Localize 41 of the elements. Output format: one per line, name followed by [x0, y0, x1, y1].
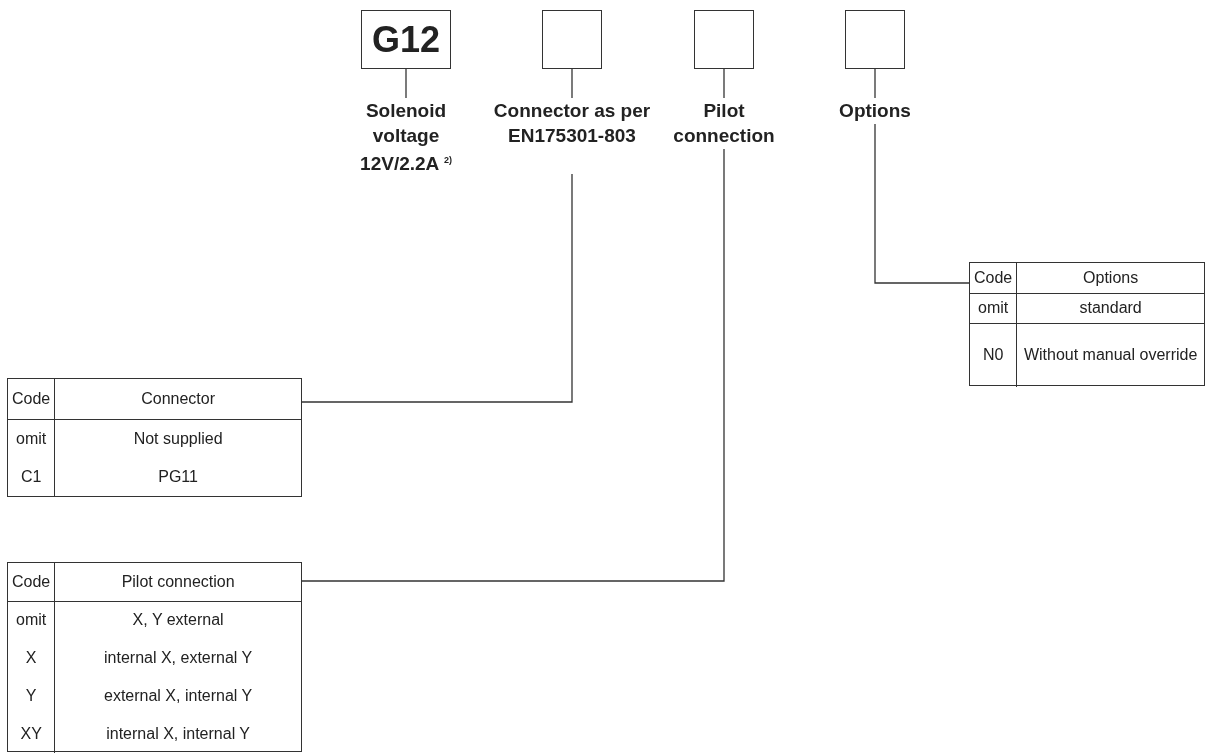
table-cell: standard: [1016, 293, 1204, 323]
table-header-cell: Code: [8, 379, 55, 420]
table-cell: internal X, external Y: [54, 639, 301, 677]
code-table: [969, 262, 1205, 386]
table-header-cell: Code: [8, 563, 55, 601]
table-cell: external X, internal Y: [54, 677, 301, 715]
leader-line: [301, 173, 573, 403]
table-cell: Y: [8, 677, 55, 715]
code-box: [361, 10, 451, 69]
table-cell: omit: [8, 419, 55, 458]
table-cell: omit: [8, 601, 55, 639]
leader-line: [723, 68, 725, 99]
table-cell: C1: [8, 457, 55, 496]
table-cell: XY: [8, 715, 55, 753]
leader-line: [405, 68, 407, 99]
leader-line: [571, 68, 573, 99]
field-label: Solenoid voltage 12V/2.2A $^{2)}$: [359, 99, 453, 177]
table-header-cell: Options: [1016, 263, 1204, 293]
table-header-cell: Code: [970, 263, 1017, 293]
field-label: Pilot connection: [672, 99, 776, 148]
table-cell: X: [8, 639, 55, 677]
table-cell: omit: [970, 293, 1017, 323]
table-cell: Not supplied: [54, 419, 301, 458]
table-cell: internal X, internal Y: [54, 715, 301, 753]
code-text: G12: [371, 19, 440, 60]
table-cell: Without manual override: [1016, 323, 1204, 387]
table-header-cell: Pilot connection: [54, 563, 301, 601]
code-box: [845, 10, 905, 69]
code-table: [7, 378, 302, 497]
table-header-cell: Connector: [54, 379, 301, 420]
table-cell: X, Y external: [54, 601, 301, 639]
code-box: [694, 10, 754, 69]
code-table: [7, 562, 302, 752]
code-box: [542, 10, 602, 69]
leader-line: [874, 68, 876, 99]
field-label: Connector as per EN175301-803: [492, 99, 652, 148]
field-label: Options: [838, 99, 912, 123]
table-cell: N0: [970, 323, 1017, 387]
leader-line: [301, 148, 725, 582]
table-cell: PG11: [54, 457, 301, 496]
leader-line: [874, 123, 970, 284]
